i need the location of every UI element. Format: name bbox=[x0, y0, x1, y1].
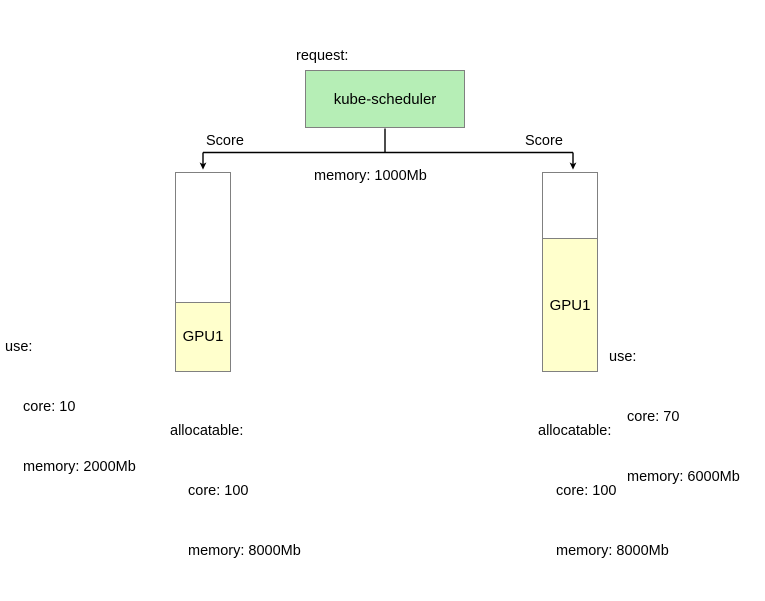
use-core-right: core: 70 bbox=[627, 409, 680, 425]
allocatable-annotation-right: allocatable: core: 100 memory: 8000Mb bbox=[538, 381, 669, 601]
kube-scheduler-node[interactable]: kube-scheduler bbox=[305, 70, 465, 128]
node-bar-left[interactable]: GPU1 bbox=[175, 172, 231, 372]
node-bar-left-used-fill: GPU1 bbox=[176, 301, 230, 371]
allocatable-core-right: core: 100 bbox=[556, 483, 617, 499]
use-annotation-left: use: core: 10 memory: 2000Mb bbox=[5, 297, 136, 517]
allocatable-memory-left: memory: 8000Mb bbox=[188, 543, 301, 559]
use-memory-left: memory: 2000Mb bbox=[23, 459, 136, 475]
allocatable-memory-right: memory: 8000Mb bbox=[556, 543, 669, 559]
use-heading-right: use: bbox=[609, 349, 637, 365]
use-heading-left: use: bbox=[5, 339, 33, 355]
node-bar-right-label: GPU1 bbox=[549, 296, 591, 314]
node-bar-right[interactable]: GPU1 bbox=[542, 172, 598, 372]
allocatable-annotation-left: allocatable: core: 100 memory: 8000Mb bbox=[170, 381, 301, 601]
edge-label-score-left: Score bbox=[206, 133, 244, 149]
node-bar-right-used-fill: GPU1 bbox=[543, 238, 597, 371]
diagram-canvas: request: core: 20 memory: 1000Mb kube-sc… bbox=[5, 48, 740, 559]
request-heading: request: bbox=[296, 48, 349, 64]
allocatable-core-left: core: 100 bbox=[188, 483, 249, 499]
edge-label-score-right: Score bbox=[525, 133, 563, 149]
request-memory: memory: 1000Mb bbox=[314, 168, 427, 184]
node-bar-left-label: GPU1 bbox=[182, 328, 224, 346]
use-core-left: core: 10 bbox=[23, 399, 76, 415]
allocatable-heading-right: allocatable: bbox=[538, 423, 612, 439]
allocatable-heading-left: allocatable: bbox=[170, 423, 244, 439]
kube-scheduler-label: kube-scheduler bbox=[333, 90, 437, 108]
